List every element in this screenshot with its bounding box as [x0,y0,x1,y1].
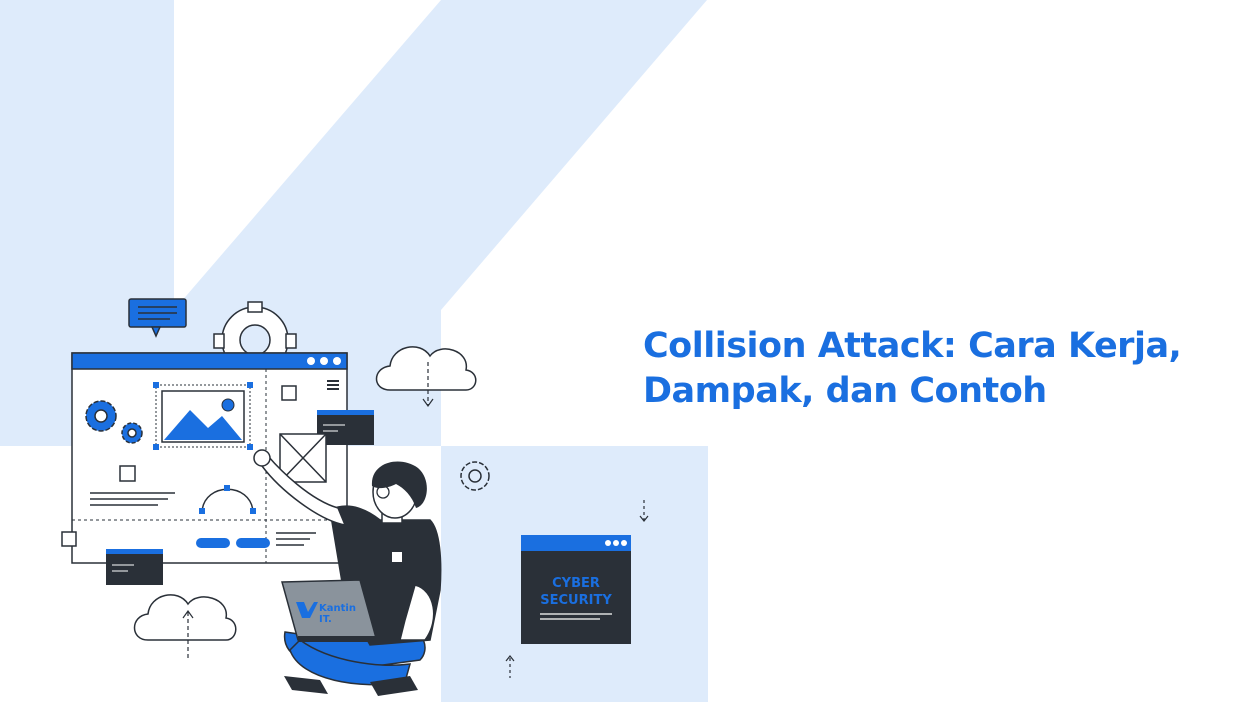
panel-text-line2: SECURITY [540,593,612,608]
logo-text-line1: Kantin [319,603,356,614]
panel-text-line1: CYBER [552,576,600,591]
cloud-download-icon [375,346,477,408]
code-window [106,549,163,585]
logo-text-line2: IT. [319,614,332,625]
cloud-upload-icon [133,594,237,658]
arrow-up-icon [505,655,515,678]
kantin-it-logo: Kantin IT. [296,602,356,625]
chat-bubble-icon [128,298,187,338]
title-line-2: Dampak, dan Contoh [643,371,1047,411]
title-line-1: Collision Attack: Cara Kerja, [643,326,1182,366]
placeholder-box [279,433,327,483]
image-icon [153,382,253,450]
hamburger-menu-icon [327,380,339,390]
gear-icon [460,461,490,491]
note-icon [61,531,77,547]
arrow-down-icon [639,500,649,522]
note-icon [119,465,136,482]
page-title: Collision Attack: Cara Kerja, Dampak, da… [643,324,1233,414]
gear-icon [85,400,143,444]
cyber-security-panel: CYBER SECURITY [521,535,631,644]
note-icon [281,385,297,401]
laptop: Kantin IT. [281,579,398,642]
